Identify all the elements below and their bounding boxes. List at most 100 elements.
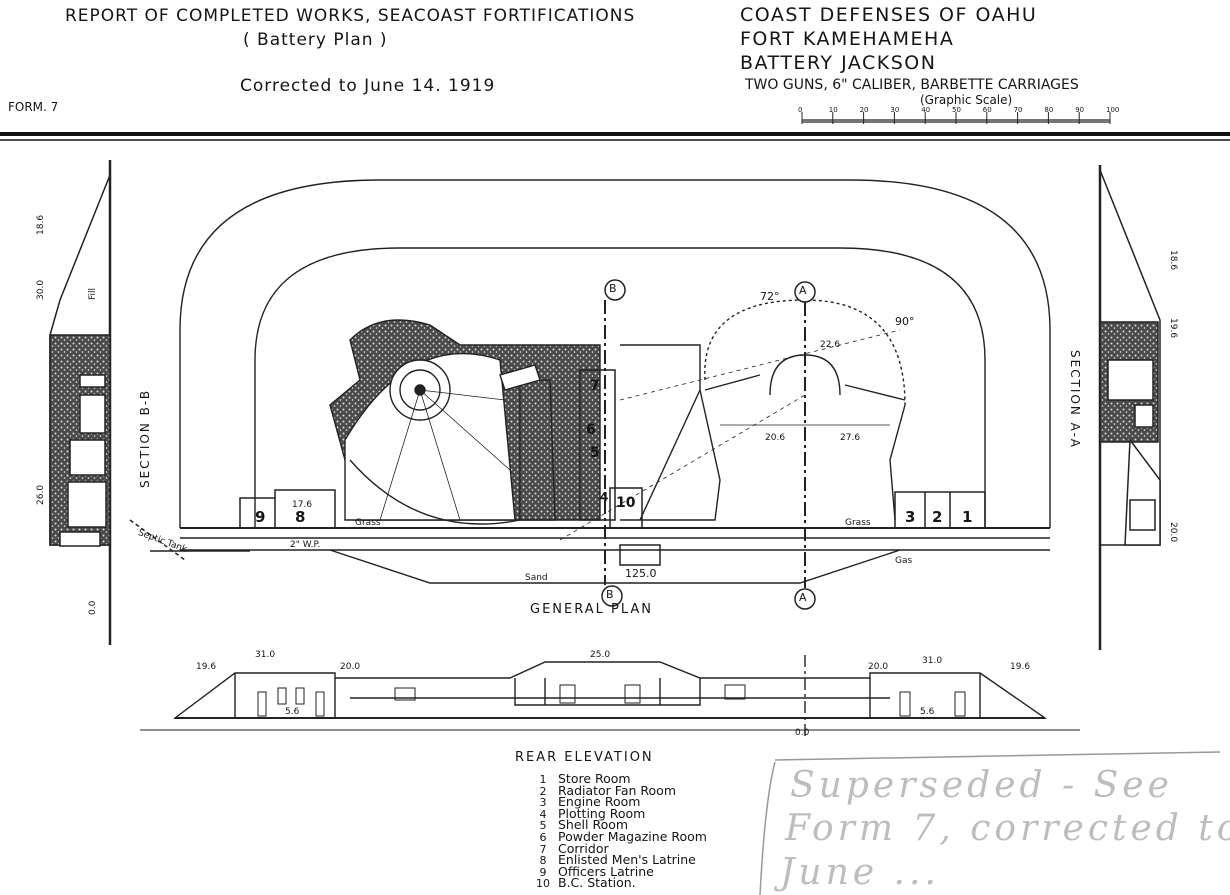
dim: 30.0	[36, 279, 46, 300]
legend-item: 7 Corridor	[528, 840, 707, 856]
stamp-line-2: Form 7, corrected to	[785, 808, 1230, 849]
fill-label: Fill	[88, 287, 98, 300]
legend-label: Store Room	[558, 771, 631, 786]
legend-label: Powder Magazine Room	[558, 828, 707, 844]
form-number: FORM. 7	[8, 100, 59, 114]
corrected-date: Corrected to June 14. 1919	[240, 76, 496, 96]
sand-label: Sand	[525, 573, 548, 583]
rear-elevation-title: REAR ELEVATION	[515, 750, 654, 765]
scale-tick-label: 40	[921, 106, 931, 114]
rear-elevation	[140, 655, 1080, 740]
elev-dim: 0.0	[795, 728, 810, 738]
section-markers	[601, 279, 816, 610]
length-dim: 125.0	[625, 567, 657, 580]
dim-20-6: 20.6	[765, 433, 786, 443]
legend-item: 8 Enlisted Men's Latrine	[528, 852, 707, 868]
grass-left: Grass	[355, 518, 381, 528]
scale-tick-label: 90	[1075, 106, 1085, 114]
room-6: 6	[586, 422, 596, 438]
dim: 26.0	[36, 484, 46, 505]
legend-number: 7	[539, 842, 547, 856]
scale-tick-label: 0	[798, 106, 803, 114]
scale-tick-label: 100	[1106, 106, 1120, 114]
legend-number: 6	[539, 830, 547, 844]
report-title: REPORT OF COMPLETED WORKS, SEACOAST FORT…	[65, 6, 636, 26]
room-7: 7	[590, 378, 600, 394]
section-lines	[604, 300, 806, 588]
room-3: 3	[905, 508, 916, 526]
dim: 0.0	[88, 600, 98, 615]
legend-label: Enlisted Men's Latrine	[558, 852, 696, 868]
marker-a-top: A	[799, 284, 807, 297]
legend-number: 3	[539, 796, 547, 810]
elev-dim: 20.0	[868, 662, 889, 672]
legend-label: Plotting Room	[558, 805, 646, 821]
elev-dim: 19.6	[196, 662, 217, 672]
scale-tick-label: 80	[1044, 106, 1054, 114]
elev-dim: 19.6	[1010, 662, 1031, 672]
legend-number: 10	[536, 877, 550, 891]
dim-17-6: 17.6	[292, 500, 313, 510]
room-8: 8	[295, 508, 306, 526]
fort-name: FORT KAMEHAMEHA	[740, 28, 955, 50]
legend-label: Shell Room	[558, 817, 629, 833]
marker-a-bottom: A	[799, 591, 807, 604]
legend-item: 4 Plotting Room	[528, 805, 707, 821]
gas-label: Gas	[895, 556, 913, 566]
gun-emplacement-1	[329, 319, 601, 525]
scale-label: (Graphic Scale)	[920, 93, 1013, 107]
legend-item: 5 Shell Room	[528, 817, 707, 833]
gun-description: TWO GUNS, 6" CALIBER, BARBETTE CARRIAGES	[745, 77, 1079, 93]
legend-label: Radiator Fan Room	[558, 782, 676, 798]
superseded-stamp	[759, 751, 1221, 895]
marker-b-top: B	[609, 282, 617, 295]
section-b-b	[49, 160, 186, 645]
general-plan-title: GENERAL PLAN	[530, 602, 653, 617]
header-rule	[0, 132, 1230, 141]
coast-defenses: COAST DEFENSES OF OAHU	[740, 4, 1038, 26]
legend-label: Officers Latrine	[558, 863, 654, 879]
room-4: 4	[600, 490, 609, 504]
section-a-a	[1098, 165, 1161, 650]
room-5: 5	[590, 445, 600, 461]
scale-tick-label: 50	[952, 106, 961, 114]
elev-dim: 31.0	[255, 650, 276, 660]
scale-tick-label: 70	[1013, 106, 1023, 114]
scale-tick-label: 10	[828, 106, 838, 114]
room-2: 2	[932, 508, 943, 526]
elev-dim: 31.0	[922, 656, 943, 666]
legend-item: 6 Powder Magazine Room	[528, 828, 707, 844]
legend-number: 4	[539, 807, 547, 821]
elev-dim: 20.0	[340, 662, 361, 672]
room-10: 10	[616, 495, 636, 511]
dim-27-6: 27.6	[840, 433, 861, 443]
legend-label: B.C. Station.	[558, 875, 636, 891]
elev-dim: 5.6	[285, 707, 300, 717]
marker-b-bottom: B	[606, 588, 614, 601]
rooms	[239, 369, 986, 566]
legend-item: 9 Officers Latrine	[528, 863, 707, 879]
legend-label: Corridor	[558, 840, 609, 856]
legend-number: 8	[539, 854, 547, 868]
legend-item: 2 Radiator Fan Room	[528, 782, 707, 798]
angle-72: 72°	[760, 290, 780, 303]
elev-dim: 25.0	[590, 650, 611, 660]
legend-item: 3 Engine Room	[528, 794, 707, 810]
battery-name: BATTERY JACKSON	[740, 52, 937, 74]
legend-number: 2	[539, 784, 547, 798]
scale-tick-label: 30	[890, 106, 900, 114]
legend-number: 9	[539, 865, 547, 879]
elev-dim: 5.6	[920, 707, 935, 717]
legend-label: Engine Room	[558, 794, 641, 810]
section-a-a-label: SECTION A-A	[1068, 350, 1082, 449]
dim: 18.6	[36, 214, 46, 235]
stamp-line-1: Superseded - See	[790, 765, 1173, 806]
angle-90: 90°	[895, 315, 915, 328]
dim-22-6: 22.6	[820, 340, 841, 350]
dim: 19.6	[1168, 318, 1178, 339]
legend-number: 5	[539, 819, 547, 833]
gun-emplacement-2	[559, 299, 906, 541]
